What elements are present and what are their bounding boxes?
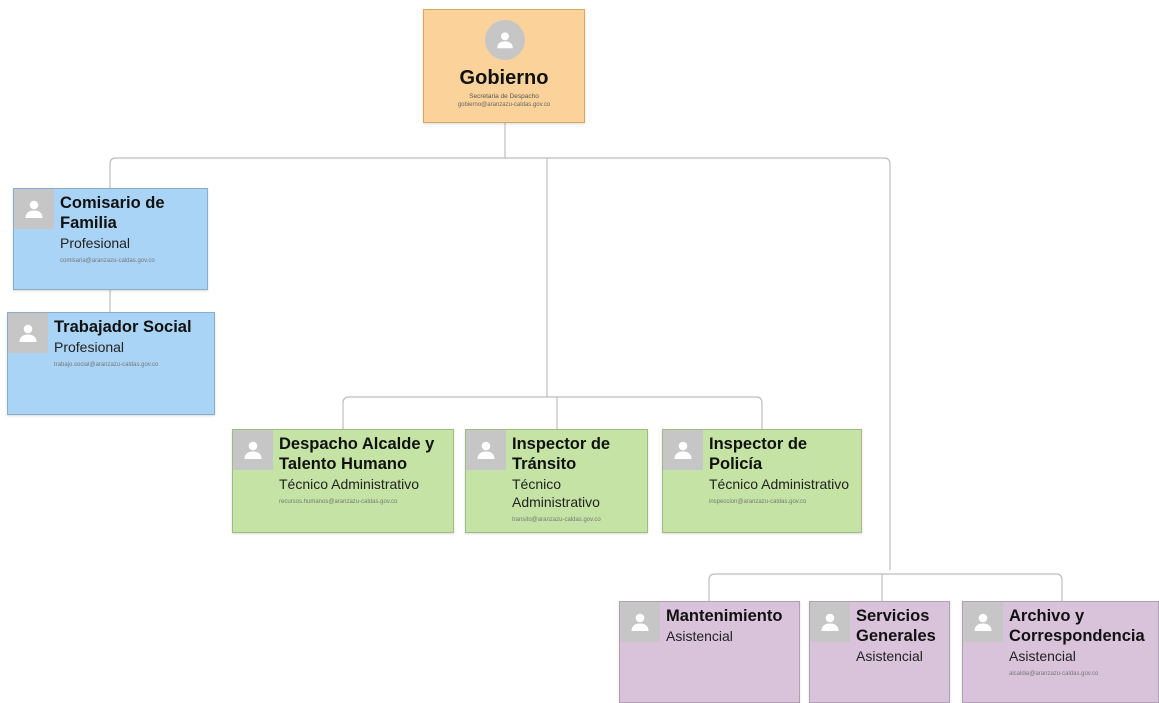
person-icon: [8, 313, 48, 353]
node-email: inspeccion@aranzazu-caldas.gov.co: [709, 499, 807, 505]
node-role: Asistencial: [1009, 648, 1076, 664]
node-email: recursos.humanos@aranzazu-caldas.gov.co: [279, 499, 398, 505]
org-node-servicios-generales[interactable]: Servicios Generales Asistencial: [809, 601, 950, 703]
org-node-archivo-y-correspondencia[interactable]: Archivo y Correspondencia Asistencial al…: [962, 601, 1159, 703]
org-node-trabajador-social[interactable]: Trabajador Social Profesional trabajo.so…: [7, 312, 215, 415]
node-email: alcaldia@aranzazu-caldas.gov.co: [1009, 671, 1099, 677]
person-icon: [810, 602, 850, 642]
node-name: Gobierno: [459, 67, 549, 89]
connector-right-bus: [708, 573, 1063, 601]
node-role: Técnico Administrativo: [279, 476, 420, 492]
org-node-despacho-alcalde[interactable]: Despacho Alcalde y Talento Humano Técnic…: [232, 429, 454, 533]
person-icon: [963, 602, 1003, 642]
node-role: Asistencial: [666, 628, 733, 644]
connector-middle-bus: [342, 396, 763, 429]
node-name: Mantenimiento: [666, 607, 783, 625]
node-role: Profesional: [54, 339, 125, 355]
person-icon: [663, 430, 703, 470]
node-name: Inspector de Tránsito: [512, 435, 611, 473]
org-node-inspector-de-transito[interactable]: Inspector de Tránsito Técnico Administra…: [465, 429, 648, 533]
org-node-gobierno[interactable]: Gobierno Secretaria de Despacho gobierno…: [423, 9, 585, 123]
node-email: gobierno@aranzazu-caldas.gov.co: [457, 102, 551, 108]
person-icon: [466, 430, 506, 470]
person-icon: [233, 430, 273, 470]
org-node-mantenimiento[interactable]: Mantenimiento Asistencial: [619, 601, 800, 703]
node-role: Profesional: [60, 235, 131, 251]
node-role: Técnico Administrativo: [512, 476, 600, 510]
node-role: Técnico Administrativo: [709, 476, 850, 492]
person-icon: [14, 189, 54, 229]
node-name: Trabajador Social: [54, 318, 192, 336]
org-node-comisario-de-familia[interactable]: Comisario de Familia Profesional comisar…: [13, 188, 208, 290]
node-name: Servicios Generales: [856, 607, 936, 645]
node-email: trabajo.social@aranzazu-caldas.gov.co: [54, 362, 159, 368]
org-node-inspector-de-policia[interactable]: Inspector de Policía Técnico Administrat…: [662, 429, 862, 533]
node-name: Archivo y Correspondencia: [1009, 607, 1145, 645]
node-role: Secretaria de Despacho: [469, 93, 539, 100]
person-icon: [620, 602, 660, 642]
node-email: transito@aranzazu-caldas.gov.co: [512, 517, 601, 523]
node-name: Inspector de Policía: [709, 435, 808, 473]
node-name: Comisario de Familia: [60, 194, 165, 232]
node-role: Asistencial: [856, 648, 923, 664]
connector-main-bus: [109, 157, 891, 570]
node-email: comisaria@aranzazu-caldas.gov.co: [60, 258, 155, 264]
node-name: Despacho Alcalde y Talento Humano: [279, 435, 435, 473]
person-icon: [485, 20, 525, 60]
